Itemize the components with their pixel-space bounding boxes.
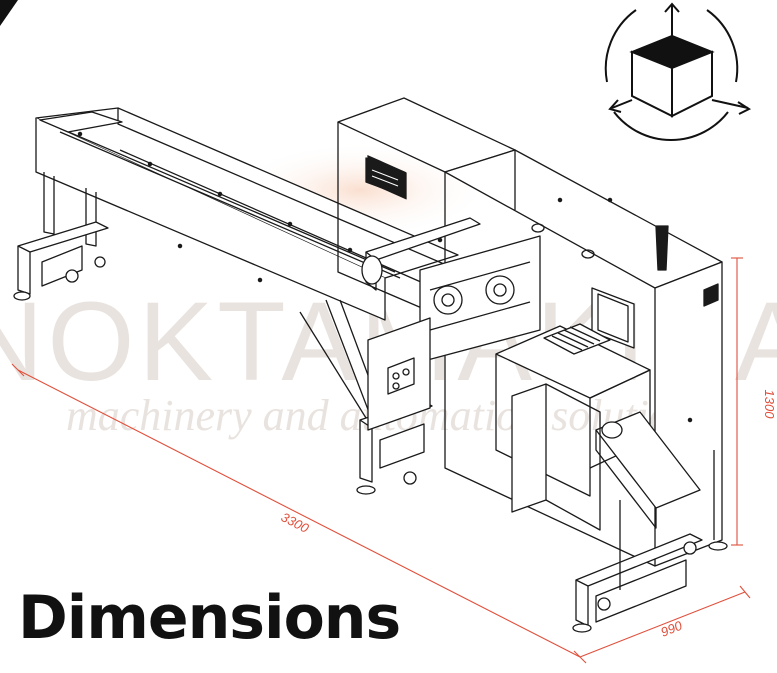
corner-wedge-icon <box>0 0 18 26</box>
page-title: Dimensions <box>18 583 401 653</box>
front-control-panel <box>367 317 431 431</box>
length-dimension-line <box>17 369 581 658</box>
film-sealing-unit <box>361 217 541 363</box>
width-dimension-line <box>579 591 746 658</box>
outfeed-conveyor <box>595 411 701 529</box>
hmi-screen <box>591 287 635 349</box>
height-dimension-label: 1300 <box>762 390 777 420</box>
length-dimension-label: 3300 <box>279 509 312 536</box>
front-leg-stand <box>572 450 728 633</box>
dimension-lines <box>11 257 751 664</box>
width-dimension-label: 990 <box>659 617 685 639</box>
rear-leg-stand <box>13 172 109 301</box>
lower-front-body <box>511 383 601 531</box>
3d-box-rotate-icon <box>604 2 752 141</box>
infeed-conveyor <box>35 107 459 321</box>
machine-line-art <box>13 97 728 633</box>
